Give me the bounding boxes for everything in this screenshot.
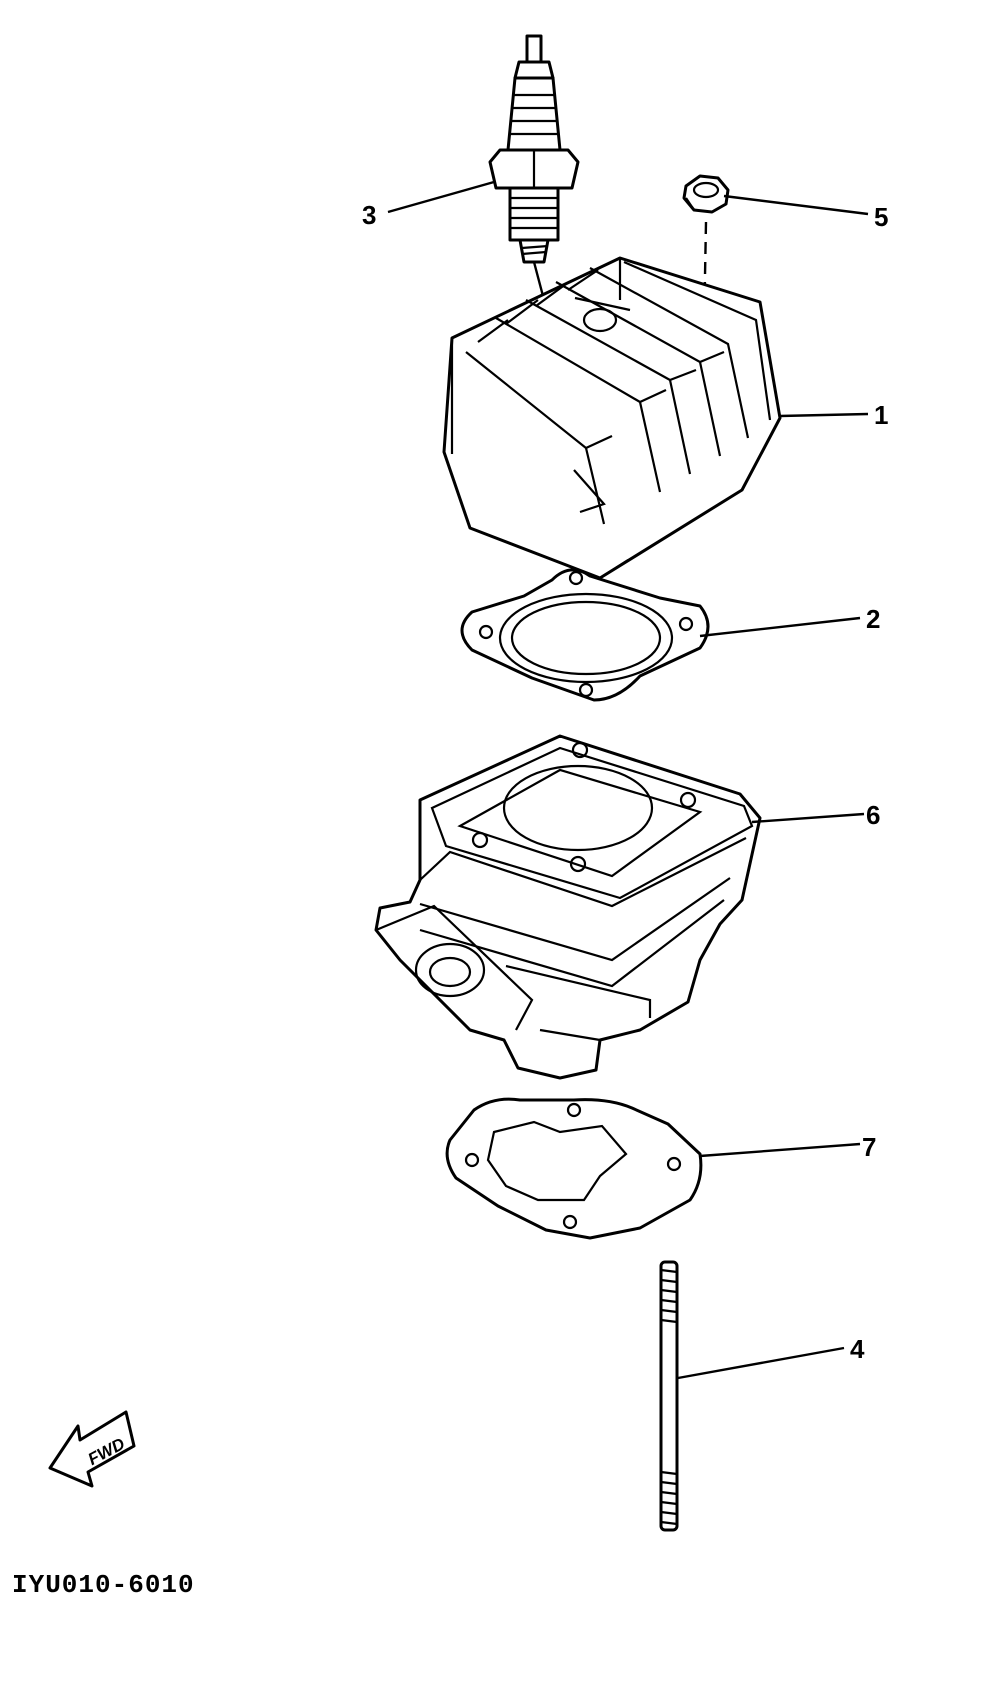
leader-line-7 xyxy=(699,1142,861,1158)
part-label-2: 2 xyxy=(866,604,880,634)
part-label-3: 3 xyxy=(362,200,376,230)
leader-line-3 xyxy=(387,180,495,214)
part-label-1: 1 xyxy=(874,400,888,430)
spark-plug xyxy=(488,34,580,316)
cylinder-head xyxy=(442,256,782,580)
cylinder-base-gasket xyxy=(445,1097,703,1240)
leader-line-6 xyxy=(751,812,865,824)
diagram-reference-code: IYU010-6010 xyxy=(12,1570,195,1600)
fwd-arrow-icon: FWD xyxy=(48,1410,136,1488)
part-label-6: 6 xyxy=(866,800,880,830)
leader-line-4 xyxy=(677,1346,845,1380)
cylinder-head-gasket xyxy=(460,568,710,702)
leader-line-1 xyxy=(779,412,869,418)
cylinder xyxy=(374,734,762,1080)
part-label-5: 5 xyxy=(874,202,888,232)
leader-line-5 xyxy=(723,194,869,216)
part-label-4: 4 xyxy=(850,1334,865,1364)
part-label-7: 7 xyxy=(862,1132,876,1162)
leader-line-2 xyxy=(699,616,861,638)
stud-bolt xyxy=(659,1260,679,1532)
